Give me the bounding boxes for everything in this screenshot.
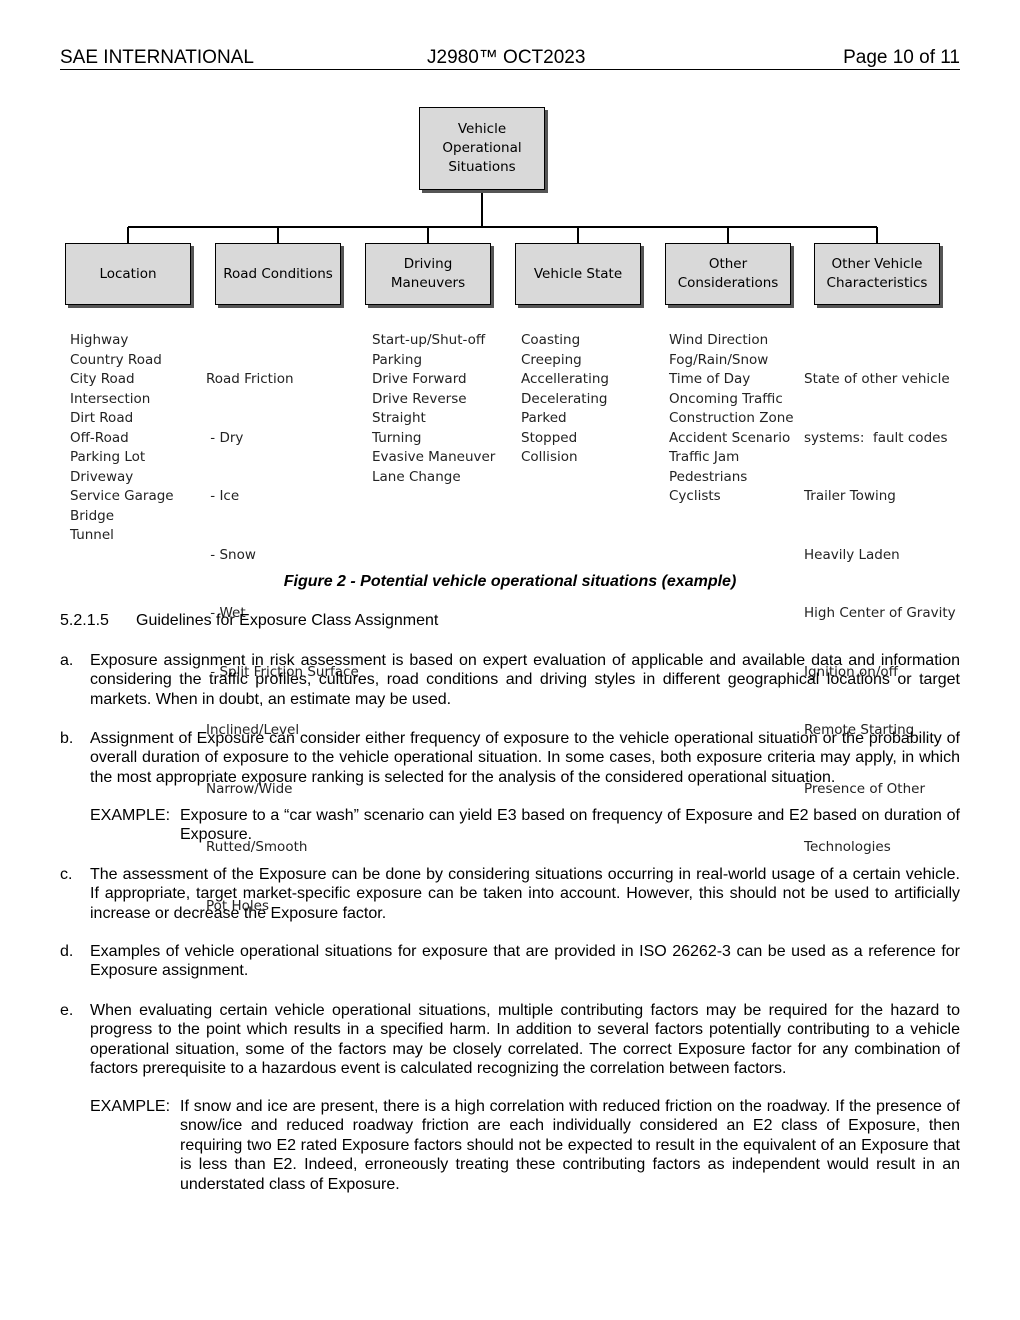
other-vehicle-characteristics-list: State of other vehicle systems: fault co… <box>804 331 956 897</box>
header-page-number: Page 10 of 11 <box>843 47 960 68</box>
list-item: Collision <box>521 449 578 465</box>
example-text: Exposure to a “car wash” scenario can yi… <box>180 807 960 844</box>
section-heading: 5.2.1.5 Guidelines for Exposure Class Ass… <box>60 612 438 630</box>
other-considerations-list: Wind Direction Fog/Rain/Snow Time of Day… <box>669 331 794 507</box>
paragraph-c: c. The assessment of the Exposure can be… <box>60 865 960 923</box>
paragraph-text: When evaluating certain vehicle operatio… <box>90 1002 960 1078</box>
list-item: Fog/Rain/Snow <box>669 351 769 368</box>
list-item: Road Friction <box>206 371 294 387</box>
list-item: Straight <box>372 410 426 426</box>
driving-maneuvers-list: Start-up/Shut-off Parking Drive Forward … <box>372 331 495 487</box>
diagram-connectors <box>127 190 878 243</box>
example-text: If snow and ice are present, there is a … <box>180 1098 960 1193</box>
list-item: Parking <box>372 351 423 368</box>
list-item: Traffic Jam <box>669 449 740 465</box>
list-item: Evasive Maneuver <box>372 449 496 465</box>
list-item: Trailer Towing <box>804 488 896 504</box>
list-item: Rutted/Smooth <box>206 839 308 855</box>
category-vehicle-state: Vehicle State <box>515 243 641 305</box>
list-item: Oncoming Traffic <box>669 390 783 407</box>
list-item: Technologies <box>804 839 891 855</box>
category-location: Location <box>65 243 191 305</box>
category-road-conditions: Road Conditions <box>215 243 341 305</box>
list-item: - Ice <box>206 488 240 504</box>
list-item: Time of Day <box>669 371 751 387</box>
list-item: Start-up/Shut-off <box>372 332 486 348</box>
list-item: systems: fault codes <box>804 429 948 446</box>
list-item: Inclined/Level <box>206 722 300 738</box>
category-other-considerations: Other Considerations <box>665 243 791 305</box>
list-item: Lane Change <box>372 468 461 485</box>
vehicle-state-list: Coasting Creeping Accellerating Decelera… <box>521 331 609 468</box>
list-item: Decelerating <box>521 390 608 407</box>
list-item: Narrow/Wide <box>206 780 293 797</box>
header-document-id: J2980™ OCT2023 <box>427 47 586 68</box>
list-item: Service Garage <box>70 488 174 504</box>
list-item: - Split Friction Surface <box>206 663 359 680</box>
example-1: EXAMPLE: Exposure to a “car wash” scenar… <box>90 806 960 845</box>
paragraph-a: a. Exposure assignment in risk assessmen… <box>60 651 960 709</box>
list-item: Turning <box>372 429 422 446</box>
root-node: Vehicle Operational Situations <box>419 107 545 190</box>
list-item: Parking Lot <box>70 449 146 465</box>
paragraph-text: Examples of vehicle operational situatio… <box>90 943 960 980</box>
paragraph-label: c. <box>60 866 73 883</box>
list-item: Off-Road <box>70 429 129 446</box>
paragraph-d: d. Examples of vehicle operational situa… <box>60 942 960 981</box>
list-item: Heavily Laden <box>804 546 900 563</box>
paragraph-label: e. <box>60 1002 74 1019</box>
list-item: Driveway <box>70 468 134 485</box>
header-organization: SAE INTERNATIONAL <box>60 47 254 68</box>
list-item: Drive Forward <box>372 371 467 387</box>
list-item: Country Road <box>70 351 162 368</box>
paragraph-text: Assignment of Exposure can consider eith… <box>90 730 960 786</box>
example-label: EXAMPLE: <box>90 1098 171 1115</box>
figure-caption: Figure 2 - Potential vehicle operational… <box>283 573 737 590</box>
list-item: - Snow <box>206 546 256 563</box>
list-item: High Center of Gravity <box>804 605 956 621</box>
list-item: Stopped <box>521 429 578 446</box>
list-item: Ignition on/off <box>804 663 898 680</box>
list-item: Dirt Road <box>70 410 134 426</box>
list-item: Cyclists <box>669 488 721 504</box>
section-title: Guidelines for Exposure Class Assignment <box>136 612 439 629</box>
example-label: EXAMPLE: <box>90 807 171 824</box>
list-item: Coasting <box>521 332 581 348</box>
paragraph-text: Exposure assignment in risk assessment i… <box>90 652 960 708</box>
example-2: EXAMPLE: If snow and ice are present, th… <box>90 1097 960 1194</box>
list-item: Remote Starting <box>804 722 915 738</box>
list-item: Pedestrians <box>669 468 748 485</box>
road-conditions-list: Road Friction - Dry - Ice - Snow - Wet -… <box>206 331 359 955</box>
list-item: Highway <box>70 332 129 348</box>
list-item: Wind Direction <box>669 332 769 348</box>
list-item: Creeping <box>521 351 582 368</box>
list-item: Intersection <box>70 390 151 407</box>
list-item: - Dry <box>206 429 244 446</box>
category-other-vehicle-characteristics: Other Vehicle Characteristics <box>814 243 940 305</box>
list-item: Drive Reverse <box>372 390 467 407</box>
category-driving-maneuvers: Driving Maneuvers <box>365 243 491 305</box>
list-item: Pot Holes <box>206 897 270 914</box>
paragraph-b: b. Assignment of Exposure can consider e… <box>60 729 960 787</box>
list-item: City Road <box>70 371 135 387</box>
page-header: SAE INTERNATIONAL J2980™ OCT2023 Page 10… <box>60 47 960 70</box>
list-item: Accident Scenario <box>669 429 791 446</box>
paragraph-e: e. When evaluating certain vehicle opera… <box>60 1001 960 1079</box>
list-item: Accellerating <box>521 371 609 387</box>
paragraph-label: d. <box>60 943 74 960</box>
list-item: Bridge <box>70 507 115 524</box>
section-number: 5.2.1.5 <box>60 612 109 629</box>
paragraph-text: The assessment of the Exposure can be do… <box>90 866 960 922</box>
paragraph-label: a. <box>60 652 74 669</box>
list-item: Presence of Other <box>804 780 926 797</box>
list-item: - Wet <box>206 605 246 621</box>
paragraph-label: b. <box>60 730 74 747</box>
list-item: State of other vehicle <box>804 371 950 387</box>
location-list: Highway Country Road City Road Intersect… <box>70 331 174 546</box>
list-item: Construction Zone <box>669 410 794 426</box>
list-item: Tunnel <box>70 527 114 543</box>
list-item: Parked <box>521 410 567 426</box>
situations-diagram: Vehicle Operational Situations Location … <box>0 0 1020 914</box>
